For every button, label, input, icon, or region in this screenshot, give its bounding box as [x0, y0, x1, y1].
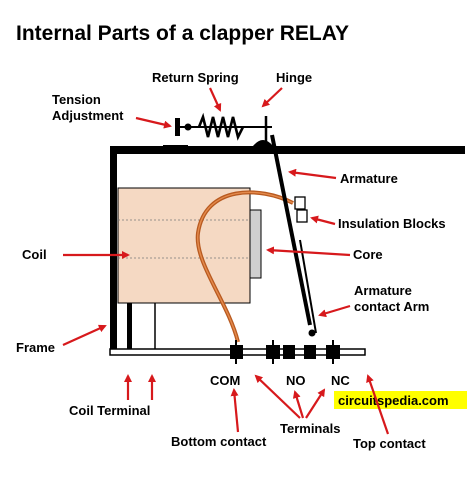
label-coil-terminal: Coil Terminal [69, 403, 150, 418]
label-nc: NC [331, 373, 350, 388]
insulation-blocks [294, 196, 308, 223]
arrow-icon [310, 215, 336, 226]
label-com: COM [210, 373, 240, 388]
armature-bar [270, 134, 312, 326]
label-core: Core [353, 247, 383, 262]
label-insulation-blocks: Insulation Blocks [338, 216, 446, 231]
pointer-arrows [62, 87, 390, 435]
label-top-contact: Top contact [353, 436, 426, 451]
arrow-icon [266, 246, 351, 257]
coil [117, 187, 251, 304]
label-hinge: Hinge [276, 70, 312, 85]
arrow-icon [135, 116, 172, 129]
label-bottom-contact: Bottom contact [171, 434, 267, 449]
core [249, 209, 262, 279]
label-no: NO [286, 373, 306, 388]
label-armature: Armature [340, 171, 398, 186]
watermark-background [334, 391, 467, 409]
arrow-icon [288, 168, 337, 180]
hinge-icon [253, 140, 273, 146]
contacts [230, 340, 340, 364]
spring-icon [197, 112, 245, 141]
spring-assembly [163, 112, 272, 147]
arrow-icon [305, 388, 326, 419]
arrow-icon [230, 388, 240, 433]
arrow-icon [62, 324, 107, 347]
label-return-spring: Return Spring [152, 70, 239, 85]
label-armature-contact-1: Armature [354, 283, 412, 298]
arrow-icon [292, 390, 305, 419]
label-tension-2: Adjustment [52, 108, 124, 123]
label-armature-contact-2: contact Arm [354, 299, 429, 314]
screw-icon [175, 118, 180, 136]
coil-terminal-pins [127, 303, 156, 349]
label-terminals: Terminals [280, 421, 340, 436]
arrow-icon [208, 87, 222, 112]
arrow-icon [318, 304, 351, 318]
label-tension-1: Tension [52, 92, 101, 107]
arrow-icon [254, 374, 301, 419]
diagram-title: Internal Parts of a clapper RELAY [16, 22, 349, 45]
arrow-icon [366, 374, 390, 435]
arrow-icon [261, 87, 283, 108]
label-frame: Frame [16, 340, 55, 355]
label-coil: Coil [22, 247, 47, 262]
watermark: circuitspedia.com [338, 393, 449, 408]
armature-contact-arm [299, 239, 317, 334]
